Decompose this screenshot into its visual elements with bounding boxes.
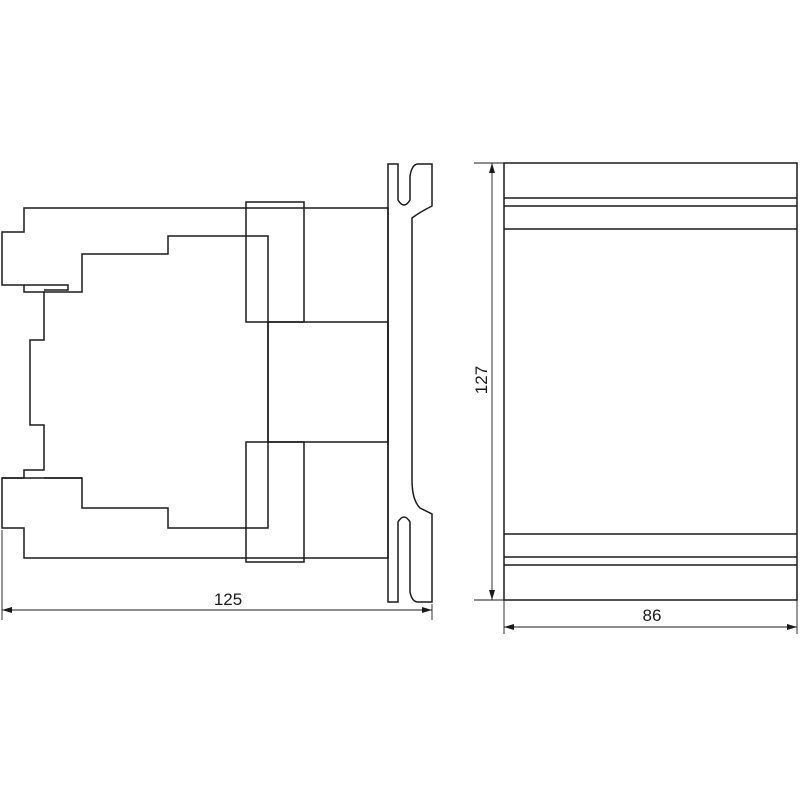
side-view <box>1 163 433 603</box>
dimension-width-front: 86 <box>503 600 798 634</box>
dimension-height: 127 <box>472 162 504 601</box>
arrowhead-front-left <box>504 624 514 630</box>
arrowhead-bottom <box>489 590 495 600</box>
side-upper-terminal <box>24 284 69 291</box>
arrowhead-front-right <box>787 624 797 630</box>
side-din-rail <box>387 163 433 603</box>
front-view <box>503 162 798 601</box>
arrowhead-left <box>2 607 12 613</box>
side-upper-clamp <box>245 201 305 323</box>
side-core <box>267 321 389 443</box>
arrowhead-top <box>489 163 495 173</box>
dimension-label-86: 86 <box>643 606 662 625</box>
side-lower-clamp <box>245 441 305 563</box>
side-body-outline <box>1 207 389 559</box>
arrowhead-right <box>422 607 432 613</box>
dimension-label-125: 125 <box>214 590 242 609</box>
dimension-width-side: 125 <box>1 530 433 620</box>
dimension-label-127: 127 <box>472 366 491 394</box>
side-inner-housing <box>44 235 269 529</box>
front-body-outline <box>503 162 798 601</box>
